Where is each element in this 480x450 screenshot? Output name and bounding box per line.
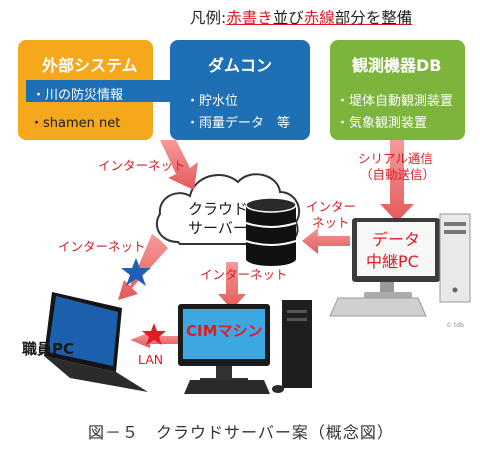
relay-pc-label-2: 中継PC xyxy=(366,252,419,271)
label-internet-center: インターネット xyxy=(200,267,288,282)
label-serial-2: （自動送信） xyxy=(360,167,436,182)
damcon-item-2: ・雨量データ 等 xyxy=(186,116,291,131)
staff-pc-label: 職員PC xyxy=(22,340,75,358)
legend-suffix: 部分を整備 xyxy=(334,9,413,27)
label-lan: LAN xyxy=(138,352,164,367)
cloud-label-2: サーバー xyxy=(188,219,248,237)
observation-db-box xyxy=(330,40,465,140)
arrow-relay-to-cloud xyxy=(302,228,350,254)
legend: 凡例:赤書き並び赤線部分を整備 xyxy=(190,6,412,28)
damcon-item-1: ・貯水位 xyxy=(186,94,239,109)
legend-red-text: 赤書き xyxy=(226,9,273,27)
star-icon-lan xyxy=(142,323,166,345)
cim-machine-icon xyxy=(178,300,312,394)
external-item-1: ・川の防災情報 xyxy=(32,88,124,103)
cim-machine-label: CIMマシン xyxy=(186,322,263,340)
cloud-label-1: クラウド xyxy=(188,200,249,218)
label-serial-1: シリアル通信 xyxy=(358,151,433,166)
observation-item-2: ・気象観測装置 xyxy=(336,116,428,131)
relay-pc-icon xyxy=(329,213,471,317)
database-icon xyxy=(245,197,297,266)
legend-red-line: 赤線 xyxy=(303,9,335,27)
copyright-mark: © tdb xyxy=(446,322,464,329)
observation-db-title: 観測機器DB xyxy=(352,56,442,75)
legend-prefix: 凡例: xyxy=(190,9,227,27)
legend-middle: 並び xyxy=(272,9,304,27)
damcon-box xyxy=(170,40,310,140)
staff-pc-icon xyxy=(44,292,148,392)
figure-caption: 図－５ クラウドサーバー案（概念図） xyxy=(88,423,394,442)
label-internet-right-2: ネット xyxy=(312,215,350,230)
label-internet-right-1: インター xyxy=(306,199,357,214)
star-icon-internet xyxy=(121,258,151,286)
arrow-obs-to-relay xyxy=(380,140,414,222)
external-system-title: 外部システム xyxy=(42,56,138,75)
external-item-2: ・shamen net xyxy=(30,116,121,131)
arrow-cloud-to-cim xyxy=(218,262,246,310)
damcon-band xyxy=(26,80,176,102)
label-internet-left: インターネット xyxy=(58,239,146,254)
observation-item-1: ・堤体自動観測装置 xyxy=(336,94,454,109)
arrow-dam-to-cloud xyxy=(160,140,198,190)
relay-pc-label-1: データ xyxy=(372,230,421,249)
arrow-cloud-to-staff xyxy=(118,234,168,300)
label-internet-top: インターネット xyxy=(98,158,186,173)
damcon-title: ダムコン xyxy=(208,56,273,75)
